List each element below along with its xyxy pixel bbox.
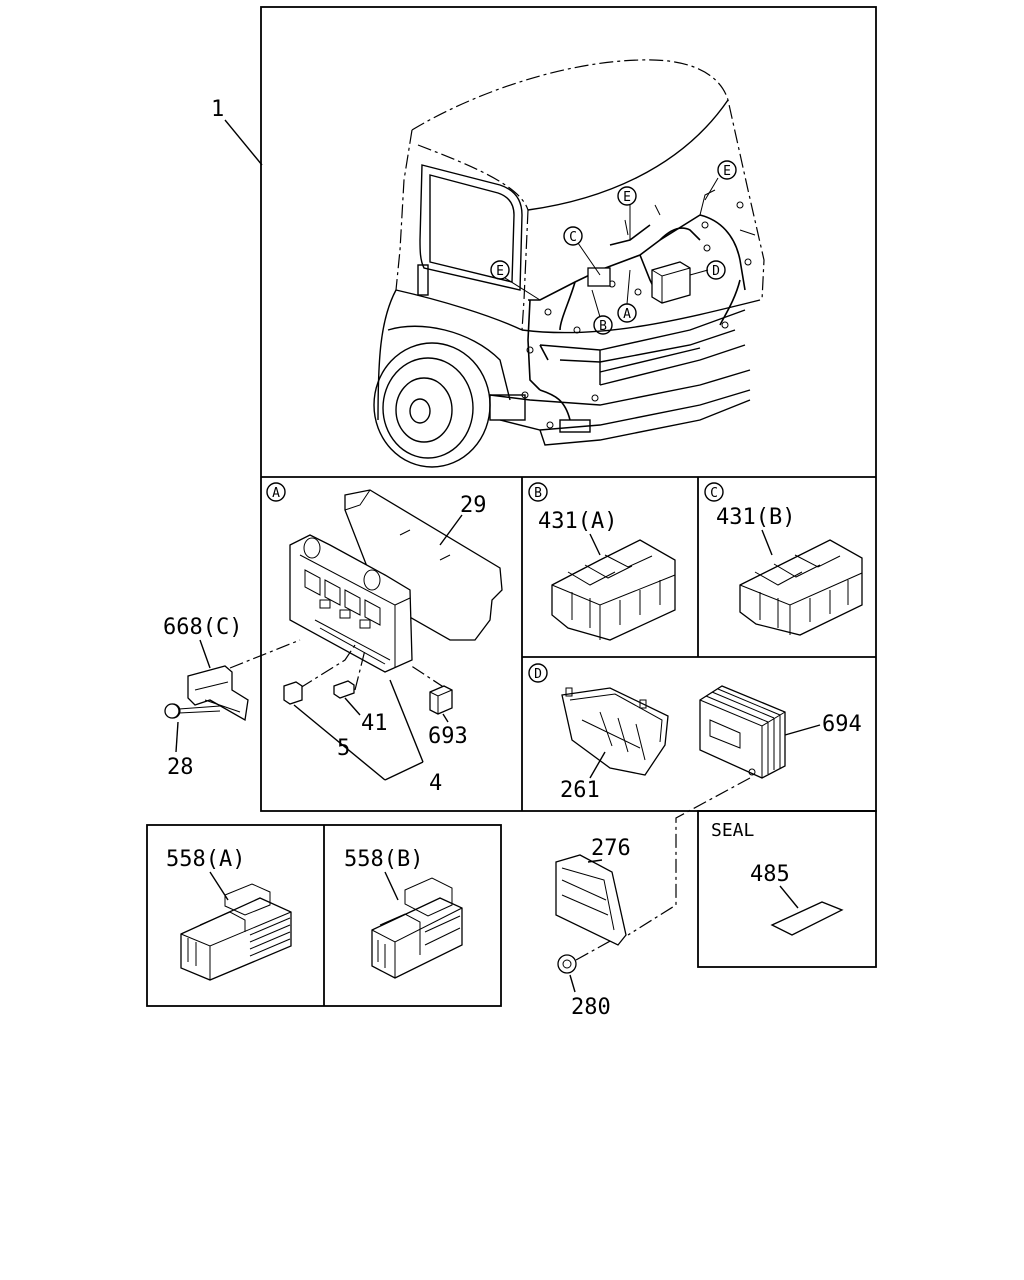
section-b: B 431(A) — [528, 482, 676, 641]
bracket-668c-group: 668(C) 28 — [163, 615, 249, 780]
callout-e-right-text: E — [723, 164, 731, 179]
connector-558a-section: 558(A) — [166, 847, 292, 981]
label-relay-693: 693 — [428, 724, 468, 749]
bracket-668c — [187, 665, 249, 722]
leader-29 — [439, 514, 463, 546]
callout-e-left-text: E — [496, 264, 504, 279]
cab-callouts: E C B A E E D — [490, 160, 737, 335]
label-fuse-5: 5 — [337, 736, 350, 761]
connector-431a — [551, 539, 676, 641]
callout-b-cab — [593, 315, 613, 335]
seal-frame — [697, 810, 877, 968]
seal-section: SEAL 485 — [711, 820, 844, 936]
fuse-41 — [333, 680, 355, 699]
panel-frames — [146, 6, 877, 1007]
nut-280 — [557, 954, 577, 974]
callout-c-cab-text: C — [569, 230, 577, 245]
fuse-box — [289, 534, 413, 673]
harness-wiring — [521, 189, 752, 429]
section-b-marker-text: B — [534, 486, 542, 501]
main-frame — [260, 6, 877, 812]
section-b-marker — [528, 482, 548, 502]
callout-d-cab — [706, 260, 726, 280]
section-a-marker-text: A — [272, 486, 280, 501]
section-d-marker — [528, 663, 548, 683]
label-nut-280: 280 — [571, 995, 611, 1020]
seal-title: SEAL — [711, 820, 755, 841]
callout-a-cab — [617, 303, 637, 323]
callout-e-mid-text: E — [623, 190, 631, 205]
cover-261 — [561, 687, 669, 776]
label-fuse-set-4: 4 — [429, 771, 442, 796]
label-connector-558a: 558(A) — [166, 847, 245, 872]
callout-a-cab-text: A — [623, 307, 631, 322]
section-d: D 261 694 — [528, 663, 862, 803]
ecu-276 — [555, 854, 627, 946]
callout-d-cab-text: D — [712, 264, 720, 279]
callout-e-mid — [617, 186, 637, 206]
section-c: C 431(B) — [704, 482, 863, 636]
section-d-marker-text: D — [534, 667, 542, 682]
connector-558b-section: 558(B) — [344, 847, 463, 979]
label-harness-668c: 668(C) — [163, 615, 242, 640]
label-bracket-29: 29 — [460, 493, 487, 518]
label-harness: 1 — [211, 97, 224, 122]
connector-431b — [739, 539, 863, 636]
label-connector-431b: 431(B) — [716, 505, 795, 530]
label-connector-431a: 431(A) — [538, 509, 617, 534]
section-a-marker — [266, 482, 286, 502]
fuse-5 — [283, 681, 303, 705]
label-connector-558b: 558(B) — [344, 847, 423, 872]
ecu-276-group: 276 280 — [555, 777, 751, 1020]
label-ecu-694: 694 — [822, 712, 862, 737]
connector-558a — [180, 897, 292, 981]
seal-485 — [770, 901, 844, 936]
section-c-marker-text: C — [710, 486, 718, 501]
label-fuse-41: 41 — [361, 711, 388, 736]
callout-e-right — [717, 160, 737, 180]
callout-e-left — [490, 260, 510, 280]
section-a: A 29 5 41 4 693 — [229, 482, 503, 796]
label-ecu-276: 276 — [591, 836, 631, 861]
label-seal-485: 485 — [750, 862, 790, 887]
label-bolt-28: 28 — [167, 755, 194, 780]
callout-b-cab-text: B — [599, 319, 607, 334]
truck-cab-illustration — [373, 59, 765, 468]
relay-693 — [429, 685, 453, 715]
leader-harness — [224, 119, 263, 166]
callout-c-cab — [563, 226, 583, 246]
section-c-marker — [704, 482, 724, 502]
label-cover-261: 261 — [560, 778, 600, 803]
